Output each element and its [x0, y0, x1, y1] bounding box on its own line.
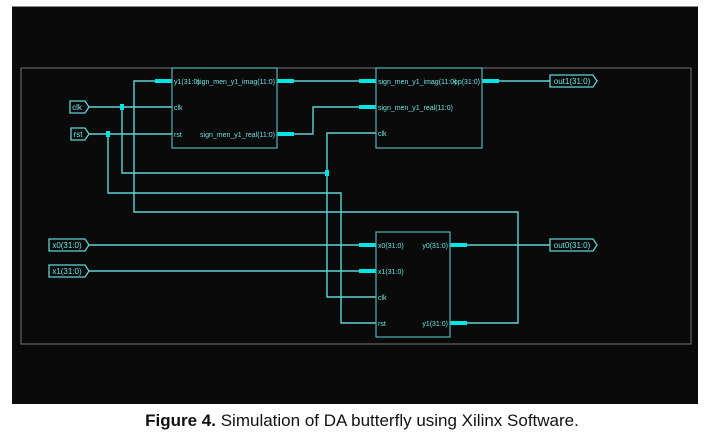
output-port-out1-label: out1(31:0) — [554, 77, 591, 86]
junction-clk — [120, 104, 124, 110]
pin-butterfly-x0: x0(31:0) — [378, 243, 404, 250]
junction-clk-split — [325, 170, 329, 176]
pin-combiner-real: sign_men_y1_real(11:0) — [200, 132, 275, 139]
wire-y1-feedback — [133, 80, 519, 324]
input-port-x1-label: x1(31:0) — [52, 267, 82, 276]
input-port-x1-shape[interactable] — [48, 264, 90, 278]
pin-butterfly-rst: rst — [378, 321, 386, 328]
pin-butterfly-y1: y1(31:0) — [422, 321, 448, 328]
pin-packer-clk: clk — [378, 131, 387, 138]
output-port-out1-shape[interactable] — [549, 74, 598, 88]
input-port-clk[interactable]: clk — [69, 100, 90, 114]
block-combiner[interactable]: y1(31:0) sign_men_y1_imag(11:0) clk rst … — [171, 67, 278, 149]
wire-clk-to-butterfly — [326, 173, 376, 298]
pin-combiner-imag: sign_men_y1_imag(11:0) — [197, 79, 275, 86]
schematic-viewer — [12, 6, 698, 404]
junction-rst — [106, 131, 110, 137]
wire-rst-branch — [107, 134, 376, 324]
schematic-frame — [20, 67, 692, 345]
block-butterfly[interactable]: x0(31:0) x1(31:0) clk rst y0(31:0) y1(31… — [375, 231, 451, 338]
input-port-x0-shape[interactable] — [48, 238, 90, 252]
input-port-x0[interactable]: x0(31:0) — [48, 238, 90, 252]
pin-butterfly-x1: x1(31:0) — [378, 269, 404, 276]
input-port-rst-label: rst — [74, 130, 84, 139]
pin-packer-op: op(31:0) — [454, 79, 480, 86]
input-port-clk-shape[interactable] — [69, 100, 90, 114]
pin-packer-imag: sign_men_y1_imag(11:0) — [378, 79, 456, 86]
bus-stubs — [155, 79, 499, 325]
input-port-rst-shape[interactable] — [70, 127, 90, 141]
figure-caption-text: Simulation of DA butterfly using Xilinx … — [216, 411, 579, 430]
output-port-out0[interactable]: out0(31:0) — [549, 238, 598, 252]
block-packer-body[interactable] — [375, 67, 483, 149]
input-port-x0-label: x0(31:0) — [52, 241, 82, 250]
wire-clk-branch — [121, 107, 327, 174]
pin-combiner-y1: y1(31:0) — [174, 79, 200, 86]
output-port-out0-shape[interactable] — [549, 238, 598, 252]
wire-clk-to-packer — [326, 132, 376, 173]
output-port-out1[interactable]: out1(31:0) — [549, 74, 598, 88]
block-packer[interactable]: sign_men_y1_imag(11:0) op(31:0) sign_men… — [375, 67, 483, 149]
block-butterfly-body[interactable] — [375, 231, 451, 338]
pin-combiner-clk: clk — [174, 105, 183, 112]
input-port-x1[interactable]: x1(31:0) — [48, 264, 90, 278]
pin-butterfly-y0: y0(31:0) — [422, 243, 448, 250]
figure-caption: Figure 4. Simulation of DA butterfly usi… — [0, 411, 724, 431]
pin-butterfly-clk: clk — [378, 295, 387, 302]
wires — [89, 80, 550, 324]
wire-real — [293, 106, 360, 135]
pin-combiner-rst: rst — [174, 132, 182, 139]
figure-caption-label: Figure 4. — [145, 411, 216, 430]
input-port-clk-label: clk — [72, 103, 83, 112]
output-port-out0-label: out0(31:0) — [554, 241, 591, 250]
input-port-rst[interactable]: rst — [70, 127, 90, 141]
block-combiner-body[interactable] — [171, 67, 278, 149]
pin-packer-real: sign_men_y1_real(11:0) — [378, 105, 453, 112]
